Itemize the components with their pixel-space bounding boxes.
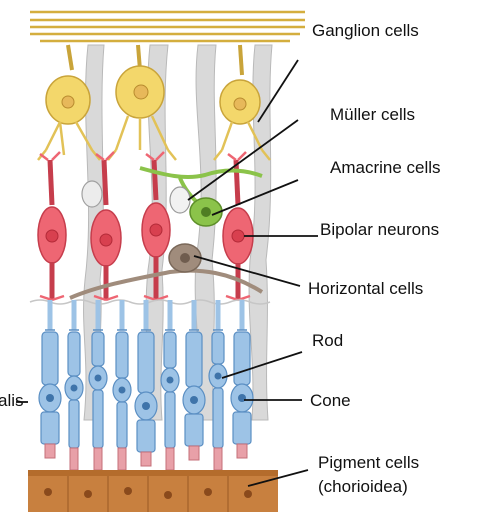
cone-cell-nucleus xyxy=(190,396,198,404)
rod-cell-body xyxy=(68,332,80,376)
cone-cell-nucleus xyxy=(46,394,54,402)
cone-cell-outer-segment xyxy=(141,452,151,466)
cone-cell-inner-segment xyxy=(41,412,59,444)
rod-cell-body xyxy=(164,332,176,368)
cut-off-label: alis xyxy=(0,391,24,411)
rod-label: Rod xyxy=(312,330,343,351)
cone-cell-outer-segment xyxy=(45,444,55,458)
nerve-fiber-layer xyxy=(30,12,305,41)
cone-cell-nucleus xyxy=(142,402,150,410)
rod-cell-inner-segment xyxy=(117,402,127,448)
cone-cell-outer-segment xyxy=(189,446,199,460)
rod-cell-inner-segment xyxy=(213,388,223,448)
rod-cell-nucleus xyxy=(71,385,78,392)
ganglion-cells-label: Ganglion cells xyxy=(312,20,419,41)
cone-cell-inner-segment xyxy=(137,420,155,452)
photoreceptors xyxy=(39,300,253,470)
chorioidea-label: (chorioidea) xyxy=(318,476,408,497)
rod-cell-inner-segment xyxy=(93,390,103,448)
rod-cell-outer-segment xyxy=(166,448,174,470)
rod-cell-nucleus xyxy=(119,387,126,394)
cone-cell-body xyxy=(234,332,250,385)
pigment-cells-label: Pigment cells xyxy=(318,452,419,473)
cone-label: Cone xyxy=(310,390,351,411)
rod-cell-outer-segment xyxy=(94,448,102,470)
pigment-layer xyxy=(28,470,278,512)
cone-cell-inner-segment xyxy=(185,414,203,446)
rod-cell-body xyxy=(212,332,224,364)
muller-cells-label: Müller cells xyxy=(330,104,415,125)
amacrine-cells-label: Amacrine cells xyxy=(330,157,441,178)
rod-cell-body xyxy=(116,332,128,378)
rod-cell-nucleus xyxy=(95,375,102,382)
cone-cell-body xyxy=(186,332,202,387)
bipolar-neurons-label: Bipolar neurons xyxy=(320,219,439,240)
rod-cell-outer-segment xyxy=(118,448,126,470)
cone-cell-inner-segment xyxy=(233,412,251,444)
rod-cell-outer-segment xyxy=(70,448,78,470)
bipolar-neurons xyxy=(38,160,253,300)
rod-cell-inner-segment xyxy=(165,392,175,448)
horizontal-cells-label: Horizontal cells xyxy=(308,278,423,299)
cone-cell-body xyxy=(42,332,58,385)
rod-cell-nucleus xyxy=(215,373,222,380)
rod-cell-inner-segment xyxy=(69,400,79,448)
rod-cell-body xyxy=(92,332,104,366)
cone-cell-body xyxy=(138,332,154,393)
rod-cell-nucleus xyxy=(167,377,174,384)
rod-cell-outer-segment xyxy=(214,448,222,470)
cone-cell-outer-segment xyxy=(237,444,247,458)
